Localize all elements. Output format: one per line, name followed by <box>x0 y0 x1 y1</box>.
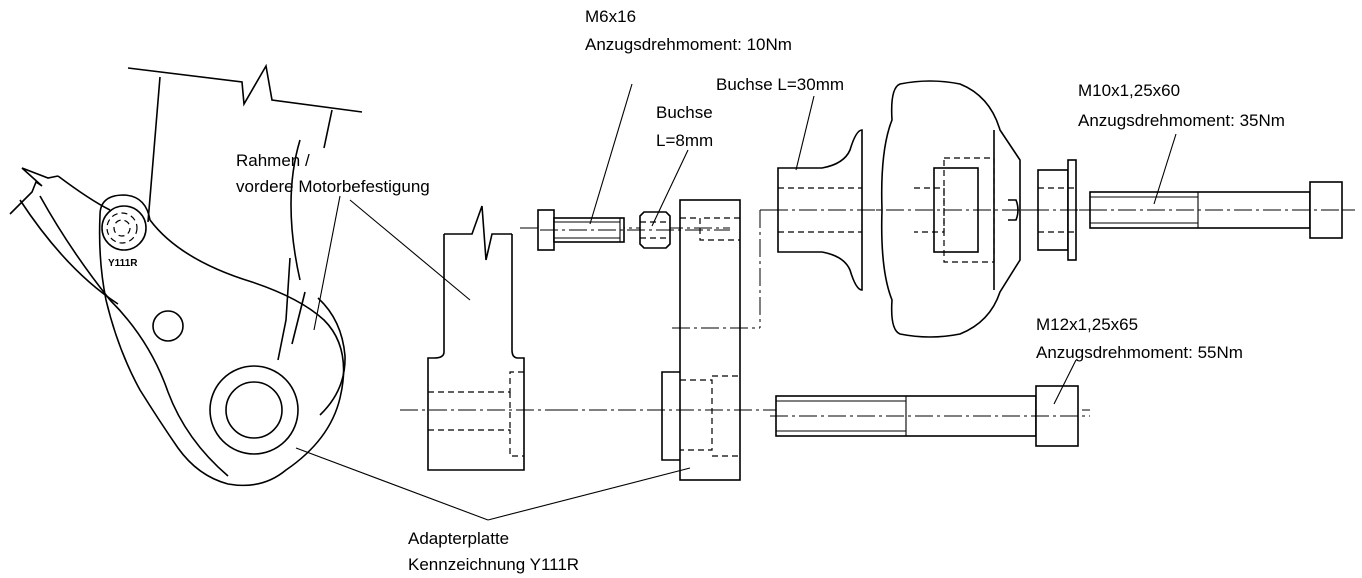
adapter-plate-label: Adapterplatte <box>408 529 509 548</box>
m10-torque-label: Anzugsdrehmoment: 35Nm <box>1078 111 1285 130</box>
bushing-large-label: Buchse L=30mm <box>716 75 844 94</box>
bushing-small-length-label: L=8mm <box>656 131 713 150</box>
frame-mount-label: vordere Motorbefestigung <box>236 177 430 196</box>
bushing-small-label: Buchse <box>656 103 713 122</box>
leader-lines <box>295 83 1177 521</box>
rubber-mount <box>880 80 1021 338</box>
bracket-side-view <box>400 205 560 471</box>
m12-bolt-label: M12x1,25x65 <box>1036 315 1138 334</box>
m12-torque-label: Anzugsdrehmoment: 55Nm <box>1036 343 1243 362</box>
frame-label: Rahmen / <box>236 151 310 170</box>
adapter-marking-label: Kennzeichnung Y111R <box>408 555 579 574</box>
vertical-plate-view <box>661 199 760 481</box>
m6-bolt-label: M6x16 <box>585 7 636 26</box>
labels: M6x16 Anzugsdrehmoment: 10Nm Buchse L=8m… <box>236 7 1285 574</box>
small-bushing <box>639 211 671 249</box>
frame-and-adapter-view: Y111R <box>9 63 363 487</box>
part-marking-label: Y111R <box>108 258 138 269</box>
m10-bolt-label: M10x1,25x60 <box>1078 81 1180 100</box>
m12-bolt <box>775 385 1079 447</box>
large-bushing <box>777 129 863 291</box>
m6-torque-label: Anzugsdrehmoment: 10Nm <box>585 35 792 54</box>
